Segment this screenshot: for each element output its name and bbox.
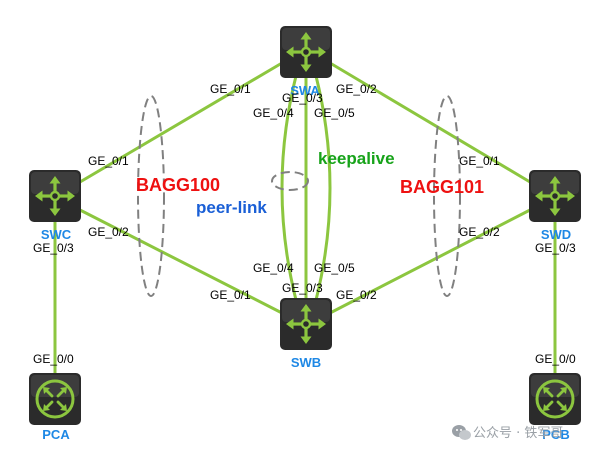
peer-link-ellipse	[271, 171, 309, 191]
watermark-text: 公众号 · 铁军哥	[473, 426, 563, 441]
swb-port-ge04: GE_0/4	[253, 261, 294, 275]
swc-port-ge02: GE_0/2	[88, 225, 129, 239]
swb-port-ge03: GE_0/3	[282, 281, 323, 295]
bagg101-label: BAGG101	[400, 177, 484, 197]
bagg101-ellipse	[433, 95, 461, 297]
swb-switch-icon[interactable]	[280, 298, 332, 350]
links	[53, 61, 557, 376]
link-swa-swc	[78, 61, 284, 184]
peer-link-label: peer-link	[196, 198, 267, 217]
swc-port-ge03: GE_0/3	[33, 241, 74, 255]
swa-switch-icon[interactable]	[280, 26, 332, 78]
swa-port-ge01: GE_0/1	[210, 82, 251, 96]
swb-port-ge01: GE_0/1	[210, 288, 251, 302]
bagg100-label: BAGG100	[136, 175, 220, 195]
link-swb-swc	[78, 208, 284, 315]
swd-port-ge01: GE_0/1	[459, 154, 500, 168]
swd-switch-icon[interactable]	[529, 170, 581, 222]
swb-port-ge05: GE_0/5	[314, 261, 355, 275]
swd-port-ge03: GE_0/3	[535, 241, 576, 255]
swd-port-ge02: GE_0/2	[459, 225, 500, 239]
pca-label: PCA	[42, 427, 70, 442]
watermark: 公众号 · 铁军哥	[452, 425, 563, 441]
swa-label: SWA	[290, 83, 320, 98]
link-swb-swd	[328, 208, 532, 315]
link-swa-swb-ge04	[280, 74, 298, 302]
link-swa-swd	[328, 61, 532, 184]
swa-port-ge03: GE_0/3	[282, 91, 323, 105]
swc-switch-icon[interactable]	[29, 170, 81, 222]
link-swa-swb-ge05	[314, 74, 332, 302]
swb-port-ge02: GE_0/2	[336, 288, 377, 302]
wechat-icon	[452, 425, 471, 440]
pcb-label: PCB	[542, 427, 569, 442]
aggregation-ellipses	[137, 95, 461, 297]
swa-port-ge02: GE_0/2	[336, 82, 377, 96]
swb-label: SWB	[291, 355, 321, 370]
bagg100-ellipse	[137, 95, 165, 297]
pca-port-ge00: GE_0/0	[33, 352, 74, 366]
keepalive-label: keepalive	[318, 149, 395, 168]
pca-router-icon[interactable]	[29, 373, 81, 425]
swd-label: SWD	[541, 227, 571, 242]
swa-port-ge05: GE_0/5	[314, 106, 355, 120]
swc-port-ge01: GE_0/1	[88, 154, 129, 168]
swa-port-ge04: GE_0/4	[253, 106, 294, 120]
pcb-router-icon[interactable]	[529, 373, 581, 425]
pcb-port-ge00: GE_0/0	[535, 352, 576, 366]
swc-label: SWC	[41, 227, 72, 242]
